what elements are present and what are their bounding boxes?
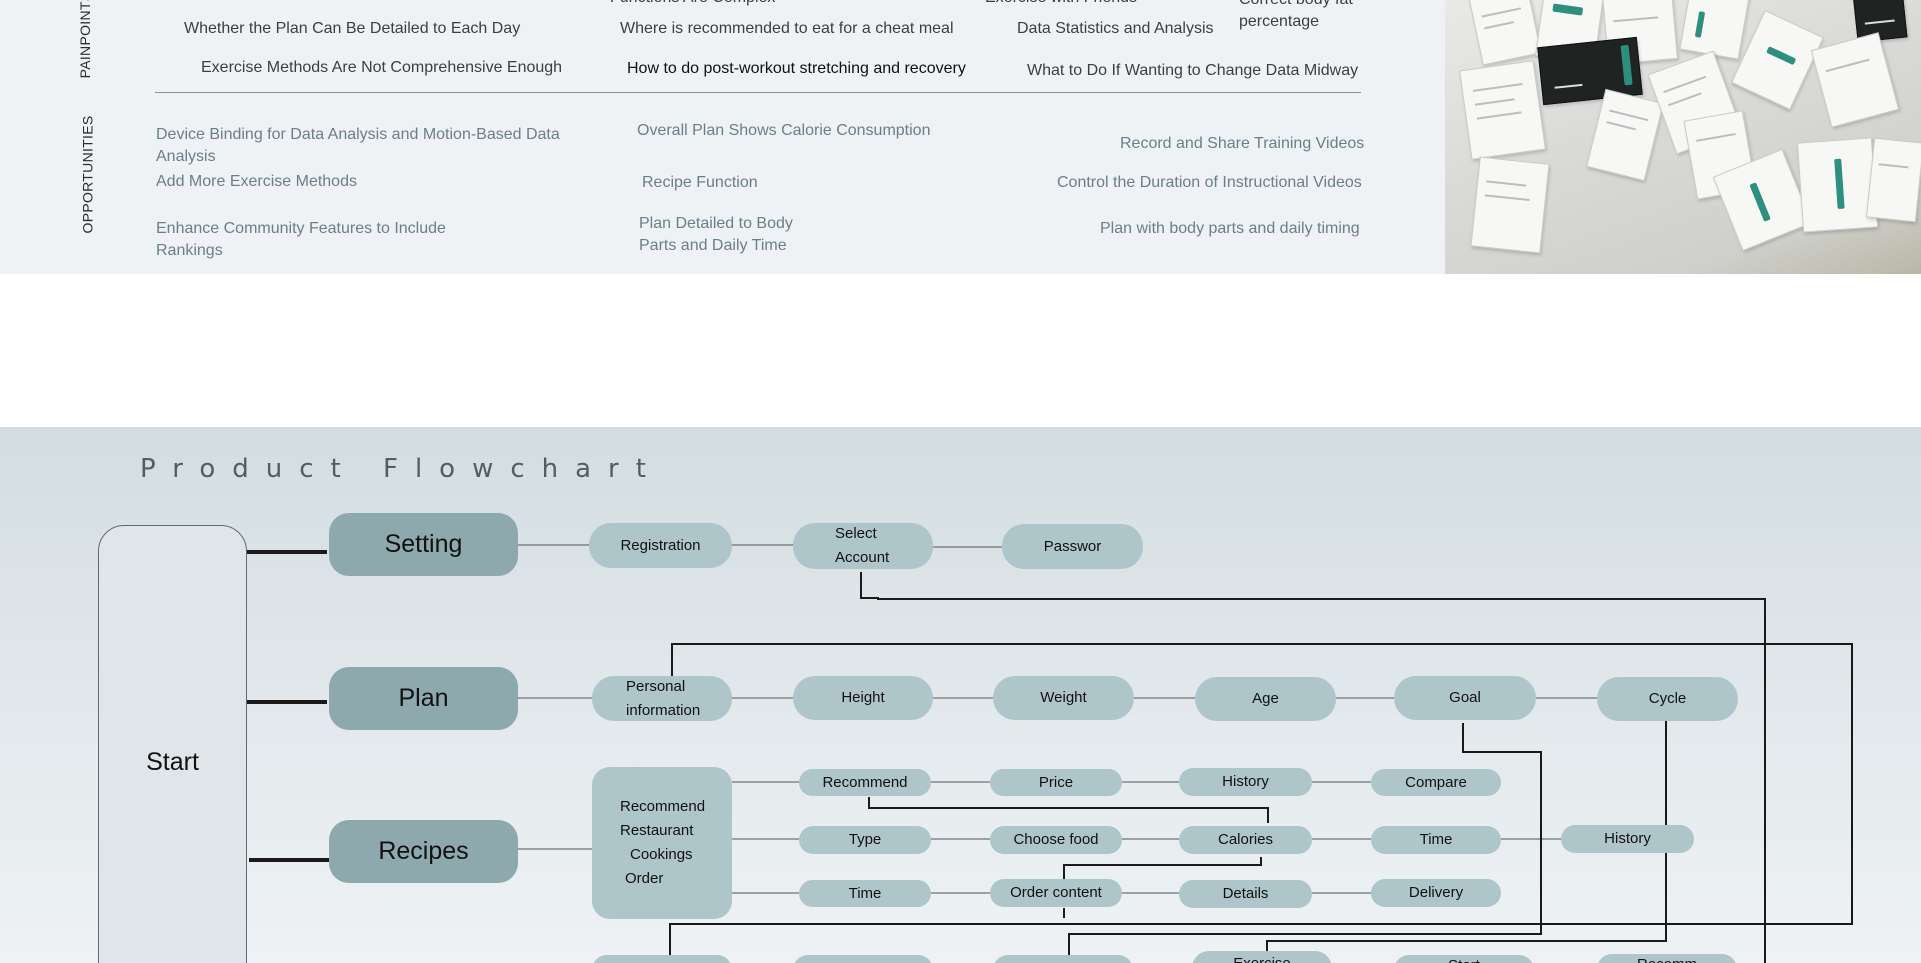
details-node: Details: [1179, 880, 1312, 908]
password-node: Passwor: [1002, 524, 1143, 569]
history-node: History: [1179, 768, 1312, 796]
paper-prototype-photo: [1445, 0, 1921, 274]
painpoint-item: What to Do If Wanting to Change Data Mid…: [1027, 62, 1359, 79]
goal-node: Goal: [1394, 676, 1536, 720]
start-label: Start: [146, 748, 199, 776]
price-node: Price: [990, 769, 1122, 796]
painpoint-partial-3: Correct body fat percentage: [1239, 0, 1353, 30]
height-node: Height: [793, 676, 933, 720]
opportunity-item: Plan Detailed to Body Parts and Daily Ti…: [639, 215, 793, 254]
history-node: History: [1561, 825, 1694, 853]
recipes-option: Restaurant: [620, 822, 694, 839]
age-node: Age: [1195, 677, 1336, 721]
painpoints-label: PAINPOINTS: [77, 0, 93, 79]
recipes-option: Order: [625, 870, 664, 887]
time-node: Time: [799, 880, 931, 907]
start-node: Start: [98, 525, 247, 963]
delivery-node: Delivery: [1371, 879, 1501, 907]
order-content-node: Order content: [990, 879, 1122, 907]
painpoint-item: How to do post-workout stretching and re…: [627, 60, 966, 77]
cycle-node: Cycle: [1597, 677, 1738, 721]
painpoint-partial-2: Exercise with Friends: [985, 0, 1137, 9]
painpoints-opportunities-section: PAINPOINTS OPPORTUNITIES Functions Are C…: [0, 0, 1445, 274]
opportunities-label: OPPORTUNITIES: [79, 115, 96, 234]
setting-node: Setting: [329, 513, 518, 576]
opportunity-item: Record and Share Training Videos: [1120, 135, 1365, 152]
bottom-node-partial: [793, 955, 933, 963]
recipes-option: Recommend: [620, 798, 706, 815]
choose-food-node: Choose food: [990, 826, 1122, 854]
opportunity-item: Add More Exercise Methods: [156, 173, 357, 190]
start-node-partial: Start: [1394, 955, 1534, 963]
prototype-card: [1810, 32, 1900, 128]
exercise-node: Exercise: [1192, 951, 1332, 963]
prototype-card: [1459, 60, 1546, 160]
opportunity-item: Recipe Function: [642, 174, 758, 191]
registration-node: Registration: [589, 523, 732, 568]
type-node: Type: [799, 826, 931, 854]
prototype-card: [1586, 88, 1664, 182]
opportunity-item: Enhance Community Features to Include Ra…: [156, 220, 446, 259]
painpoint-item: Where is recommended to eat for a cheat …: [620, 20, 954, 37]
recommend-node: Recommend: [799, 769, 931, 796]
opportunity-item: Plan with body parts and daily timing: [1100, 220, 1360, 237]
prototype-card: [1865, 137, 1921, 223]
painpoint-item: Data Statistics and Analysis: [1017, 20, 1214, 37]
weight-node: Weight: [993, 676, 1134, 720]
recipes-option: Cookings: [630, 846, 693, 863]
prototype-card: [1468, 0, 1542, 66]
flowchart-title: Product Flowchart: [140, 454, 663, 484]
compare-node: Compare: [1371, 769, 1501, 796]
prototype-card: [1731, 10, 1824, 110]
recipes-node: Recipes: [329, 820, 518, 883]
flowchart-connectors: [247, 544, 1853, 963]
bottom-node-partial: [592, 955, 732, 963]
opportunity-item: Device Binding for Data Analysis and Mot…: [156, 126, 560, 165]
painpoint-item: Whether the Plan Can Be Detailed to Each…: [184, 20, 521, 37]
select-account-node: Select Account: [793, 523, 933, 569]
personal-info-node: Personal information: [592, 676, 732, 721]
painpoint-item: Exercise Methods Are Not Comprehensive E…: [201, 59, 563, 76]
plan-node: Plan: [329, 667, 518, 730]
prototype-card: [1470, 156, 1550, 254]
opportunity-item: Control the Duration of Instructional Vi…: [1057, 174, 1362, 191]
prototype-card: [1796, 137, 1879, 233]
opportunity-item: Overall Plan Shows Calorie Consumption: [637, 122, 931, 139]
product-flowchart-section: Product Flowchart: [0, 427, 1921, 963]
recipes-options-node: Recommend Restaurant Cookings Order: [592, 767, 732, 919]
calories-node: Calories: [1179, 826, 1312, 854]
painpoint-partial-1: Functions Are Complex: [610, 0, 775, 9]
time-node: Time: [1371, 826, 1501, 854]
section-divider: [155, 92, 1361, 93]
bottom-node-partial: [993, 955, 1133, 963]
recommend-node-partial: Recomm: [1597, 954, 1737, 963]
prototype-card: [1679, 0, 1751, 60]
